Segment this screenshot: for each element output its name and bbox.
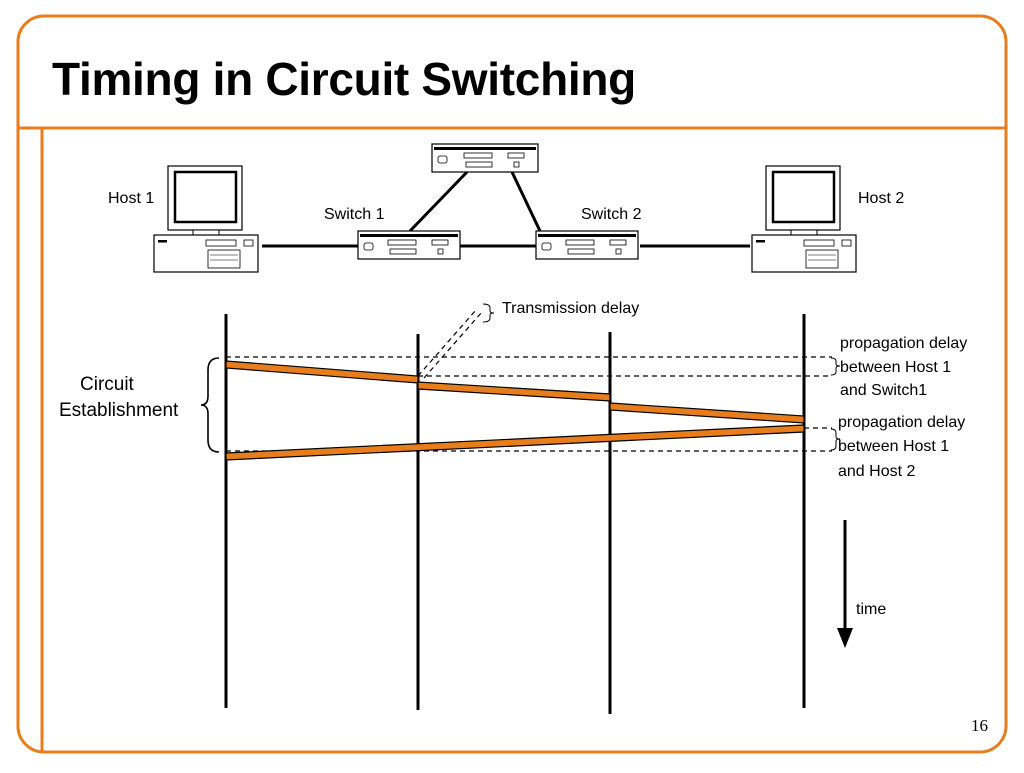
circuit-establishment-line2: Establishment xyxy=(59,400,179,421)
transmission-pointer-a xyxy=(417,309,477,377)
top-switch-icon xyxy=(431,143,539,173)
transmission-delay-brace xyxy=(482,303,495,323)
prop-delay-1-line3: and Switch1 xyxy=(840,382,927,399)
prop-delay-2-line1: propagation delay xyxy=(838,414,965,431)
switch1-icon xyxy=(357,230,461,260)
link-switch1-top-switch xyxy=(408,170,469,233)
network-topology: Host 1 Host 2 Switch 1 Switch 2 xyxy=(108,143,904,273)
prop-delay-2-brace xyxy=(830,428,841,451)
transmission-delay-label: Transmission delay xyxy=(502,300,639,317)
slide-frame xyxy=(16,14,1008,754)
request-band-host1-switch1 xyxy=(225,360,419,384)
host2-label: Host 2 xyxy=(858,190,904,207)
time-label: time xyxy=(856,601,886,618)
circuit-establishment-line1: Circuit xyxy=(80,374,135,395)
prop-delay-1-brace xyxy=(830,357,841,376)
prop-delay-1-line2: between Host 1 xyxy=(840,359,951,376)
reply-band-host2-host1 xyxy=(225,424,805,461)
signal-bands xyxy=(225,360,805,461)
circuit-establishment-brace xyxy=(200,357,220,453)
request-band-switch1-switch2 xyxy=(417,381,611,402)
switch1-label: Switch 1 xyxy=(324,206,385,223)
slide-title: Timing in Circuit Switching xyxy=(52,53,636,105)
switch2-icon xyxy=(535,230,639,260)
host2-computer-icon xyxy=(751,165,857,273)
time-arrow-head-icon xyxy=(837,628,853,648)
request-band-switch2-host2 xyxy=(609,402,805,424)
switch2-label: Switch 2 xyxy=(581,206,642,223)
prop-delay-2-line3: and Host 2 xyxy=(838,463,915,480)
host1-label: Host 1 xyxy=(108,190,154,207)
page-number: 16 xyxy=(971,716,988,735)
prop-delay-2-line2: between Host 1 xyxy=(838,438,949,455)
prop-delay-1-line1: propagation delay xyxy=(840,335,967,352)
host1-computer-icon xyxy=(153,165,259,273)
transmission-pointer-b xyxy=(423,311,483,379)
link-switch2-top-switch xyxy=(510,171,542,232)
